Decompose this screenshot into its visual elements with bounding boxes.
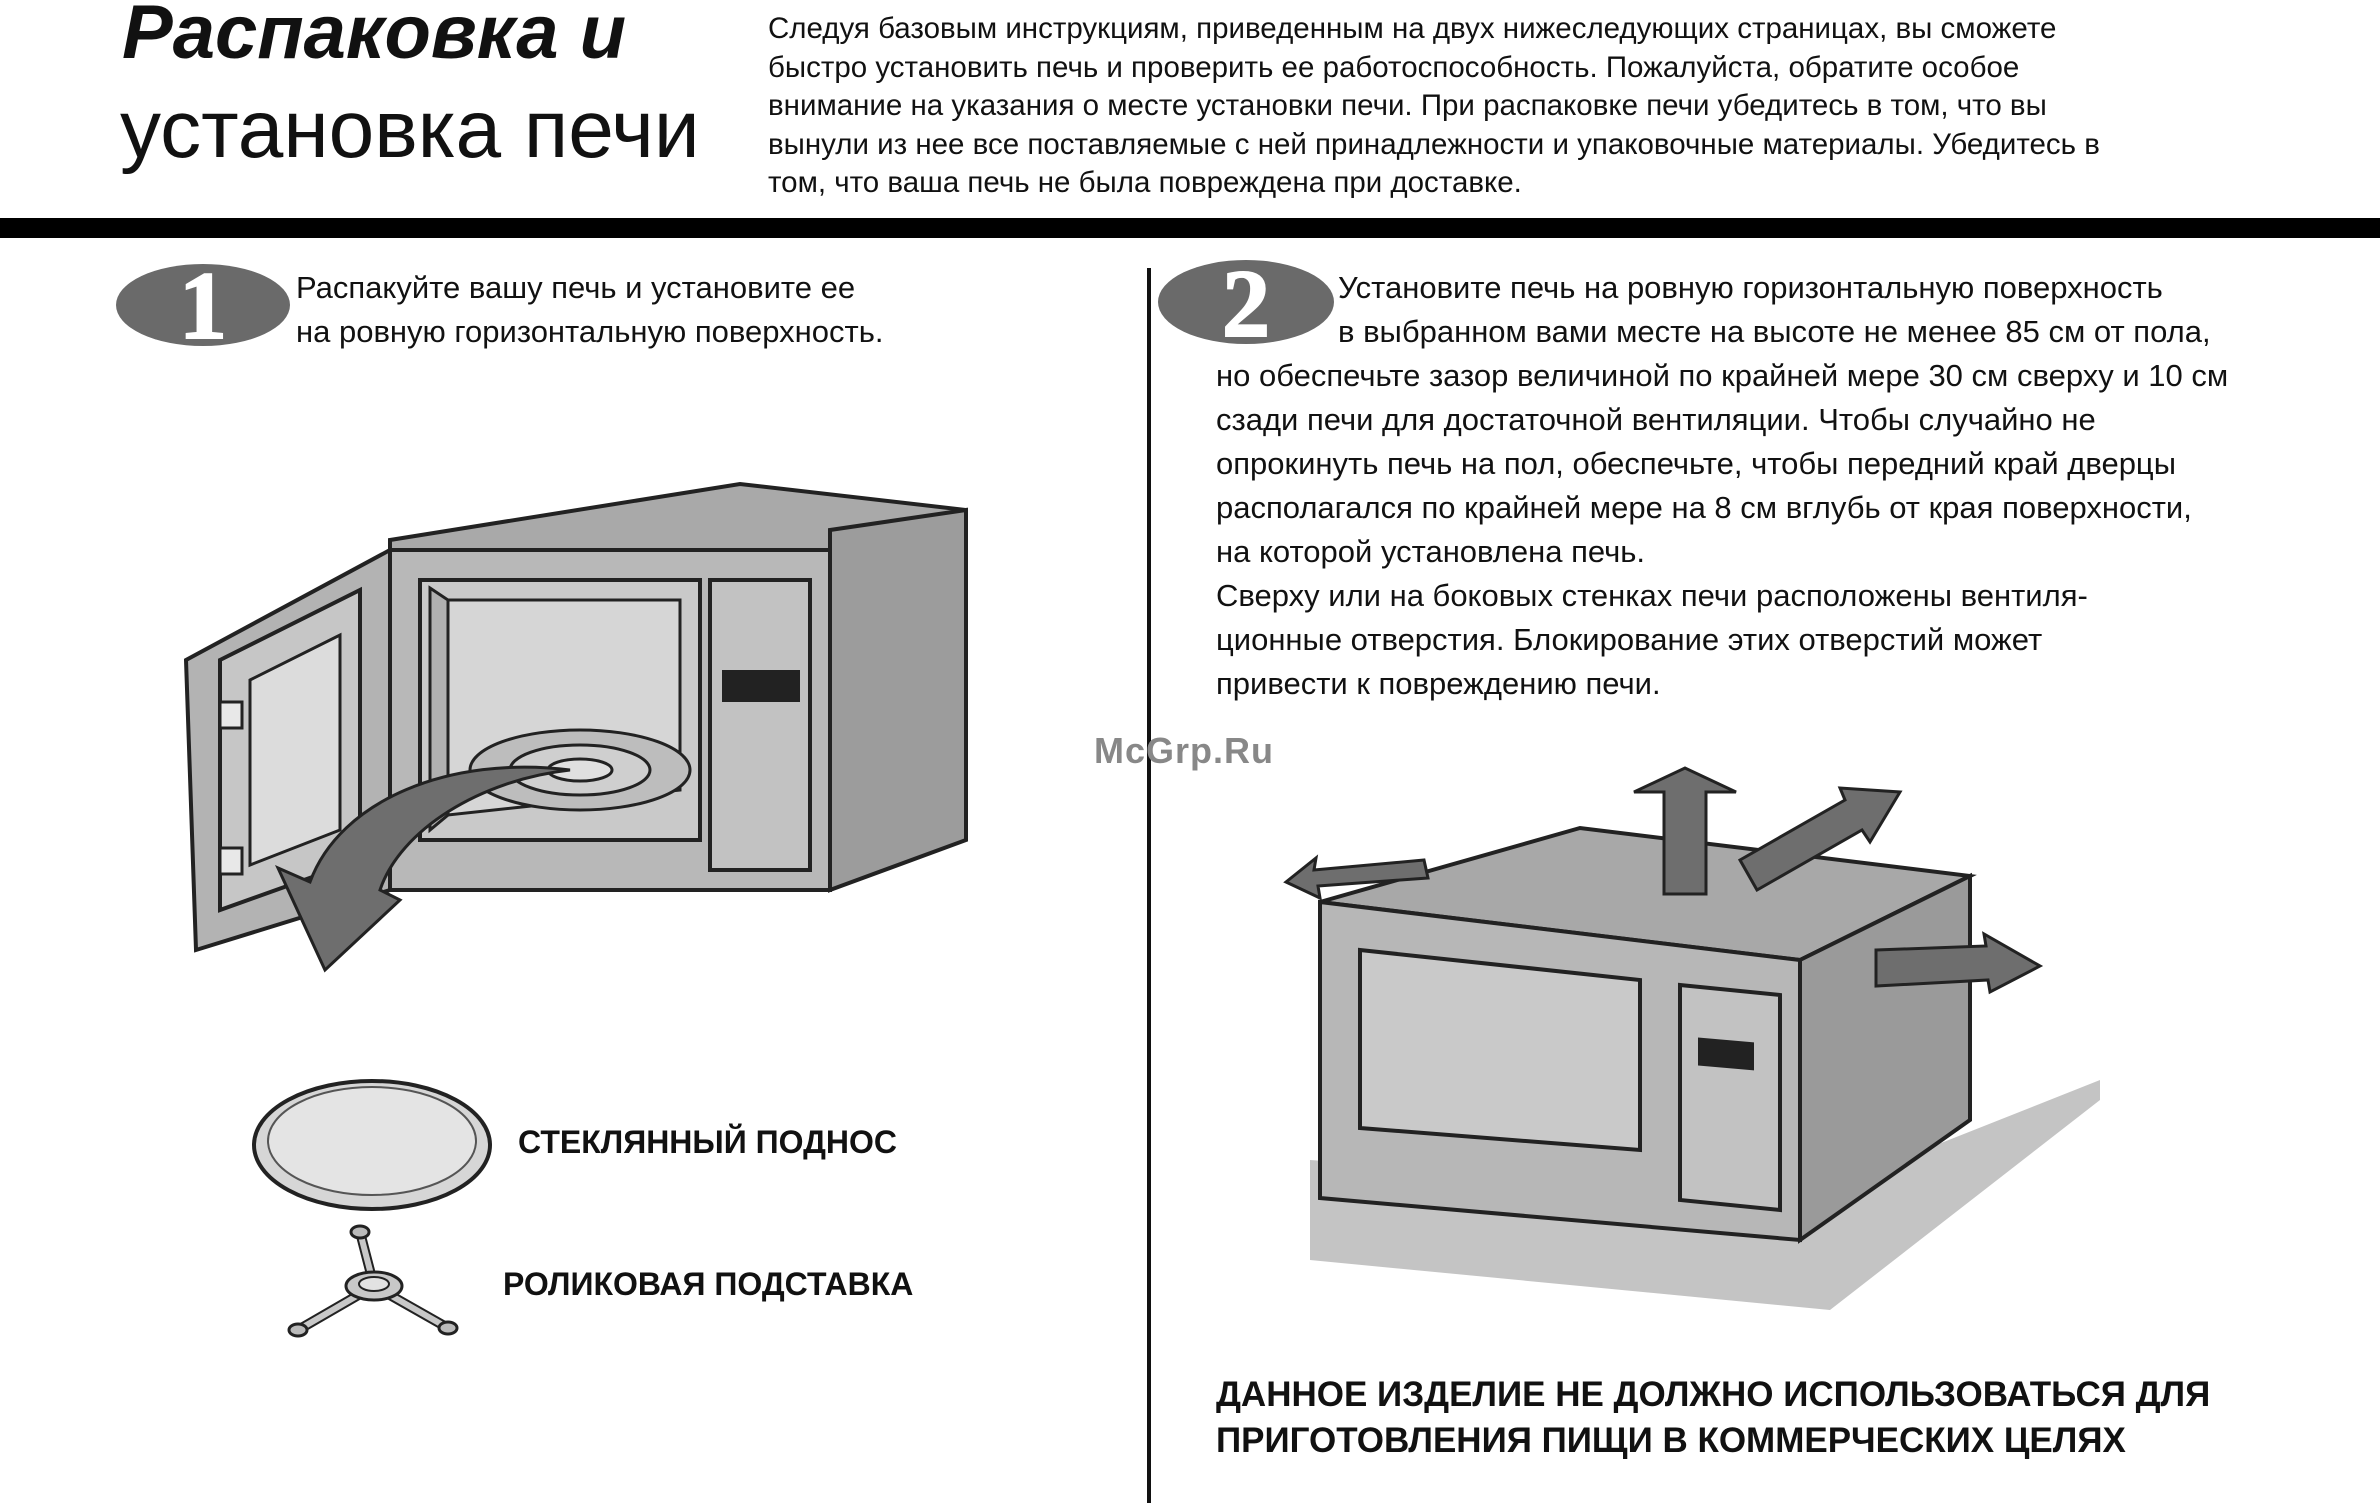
- commercial-use-warning: ДАННОЕ ИЗДЕЛИЕ НЕ ДОЛЖНО ИСПОЛЬЗОВАТЬСЯ …: [1216, 1372, 2210, 1464]
- step2-line: сзади печи для достаточной вентиляции. Ч…: [1216, 402, 2096, 437]
- step2-line: Сверху или на боковых стенках печи распо…: [1216, 578, 2088, 613]
- glass-tray-label: СТЕКЛЯННЫЙ ПОДНОС: [518, 1124, 897, 1160]
- intro-line: том, что ваша печь не была повреждена пр…: [768, 166, 1522, 200]
- step2-line: но обеспечьте зазор величиной по крайней…: [1216, 358, 2229, 393]
- intro-text: Следуя базовым инструкциям, приведенным …: [768, 10, 2328, 203]
- page-title-line2: установка печи: [120, 84, 700, 175]
- roller-ring-label: РОЛИКОВАЯ ПОДСТАВКА: [503, 1266, 914, 1302]
- intro-line: внимание на указания о месте установки п…: [768, 89, 2047, 123]
- step1-badge: 1: [116, 262, 290, 348]
- warning-line: ПРИГОТОВЛЕНИЯ ПИЩИ В КОММЕРЧЕСКИХ ЦЕЛЯХ: [1216, 1421, 2126, 1460]
- step2-number: 2: [1222, 258, 1270, 346]
- page-title-line1: Распаковка и: [122, 0, 627, 75]
- step2-line: Установите печь на ровную горизонтальную…: [1338, 270, 2163, 305]
- column-divider: [1147, 268, 1151, 1503]
- watermark: McGrp.Ru: [1094, 730, 1275, 771]
- step2-text: Установите печь на ровную горизонтальную…: [1216, 266, 2228, 706]
- step2-line: располагался по крайней мере на 8 см вгл…: [1216, 490, 2192, 525]
- step1-number: 1: [179, 262, 227, 348]
- warning-line: ДАННОЕ ИЗДЕЛИЕ НЕ ДОЛЖНО ИСПОЛЬЗОВАТЬСЯ …: [1216, 1375, 2211, 1414]
- ventilation-oven-illustration: [1283, 766, 2100, 1310]
- step1-text: Распакуйте вашу печь и установите ее на …: [296, 266, 883, 354]
- intro-line: вынули из нее все поставляемые с ней при…: [768, 127, 2100, 161]
- step1-line: на ровную горизонтальную поверхность.: [296, 314, 884, 349]
- step2-line: опрокинуть печь на пол, обеспечьте, чтоб…: [1216, 446, 2176, 481]
- intro-line: Следуя базовым инструкциям, приведенным …: [768, 12, 2057, 45]
- roller-ring-icon: [287, 1224, 459, 1338]
- intro-line: быстро установить печь и проверить ее ра…: [768, 50, 2020, 84]
- step2-line: на которой установлена печь.: [1216, 534, 1646, 569]
- step1-line: Распакуйте вашу печь и установите ее: [296, 270, 856, 305]
- step2-line: привести к повреждению печи.: [1216, 666, 1661, 701]
- open-oven-illustration: [183, 481, 968, 973]
- header-divider: [0, 218, 2380, 238]
- glass-tray-icon: [252, 1079, 492, 1211]
- step2-line: в выбранном вами месте на высоте не мене…: [1338, 314, 2211, 349]
- step2-line: ционные отверстия. Блокирование этих отв…: [1216, 622, 2043, 657]
- step2-badge: 2: [1158, 258, 1334, 346]
